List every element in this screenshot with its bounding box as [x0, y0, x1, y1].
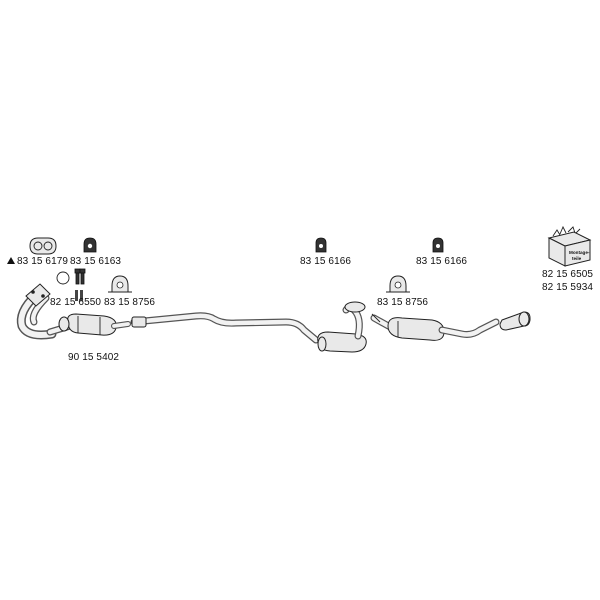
part-number-rear-clamp[interactable]: 83 15 8756: [377, 297, 429, 308]
part-number-front-pipe[interactable]: 90 15 5402: [68, 352, 120, 363]
catalytic-converter-part[interactable]: [46, 313, 131, 336]
rear-clamp-part[interactable]: [386, 275, 410, 293]
part-number-rear-hanger[interactable]: 83 15 6166: [416, 256, 468, 267]
part-number-front-clamp[interactable]: 83 15 8756: [104, 297, 156, 308]
tailpipe-part[interactable]: [499, 311, 531, 331]
part-number-kit-2[interactable]: 82 15 5934: [542, 282, 594, 293]
mounting-kit-box[interactable]: Montage- teile: [547, 225, 592, 267]
rear-silencer-part[interactable]: [370, 313, 500, 341]
middle-silencer-part[interactable]: [317, 301, 367, 353]
new-part-marker-icon: [7, 257, 15, 264]
ring-gasket-part[interactable]: [56, 271, 70, 285]
rear-hanger-part[interactable]: [432, 237, 444, 253]
part-number-kit-1[interactable]: 82 15 6505: [542, 269, 594, 280]
part-number-middle-hanger[interactable]: 83 15 6166: [300, 256, 352, 267]
front-hanger-part[interactable]: [83, 237, 97, 253]
middle-hanger-part[interactable]: [315, 237, 327, 253]
part-number-gasket[interactable]: 83 15 6179: [17, 256, 69, 267]
middle-pipe-part[interactable]: [130, 312, 320, 344]
front-clamp-part[interactable]: [108, 275, 132, 293]
kit-box-label-1: Montage-: [569, 250, 590, 255]
part-number-front-hanger[interactable]: 83 15 6163: [70, 256, 122, 267]
gasket-part[interactable]: [29, 237, 57, 255]
front-pipe-part[interactable]: [16, 283, 57, 340]
bolts-part[interactable]: [74, 268, 86, 301]
part-number-bolts[interactable]: 82 15 6550: [50, 297, 102, 308]
kit-box-label-2: teile: [572, 256, 582, 261]
